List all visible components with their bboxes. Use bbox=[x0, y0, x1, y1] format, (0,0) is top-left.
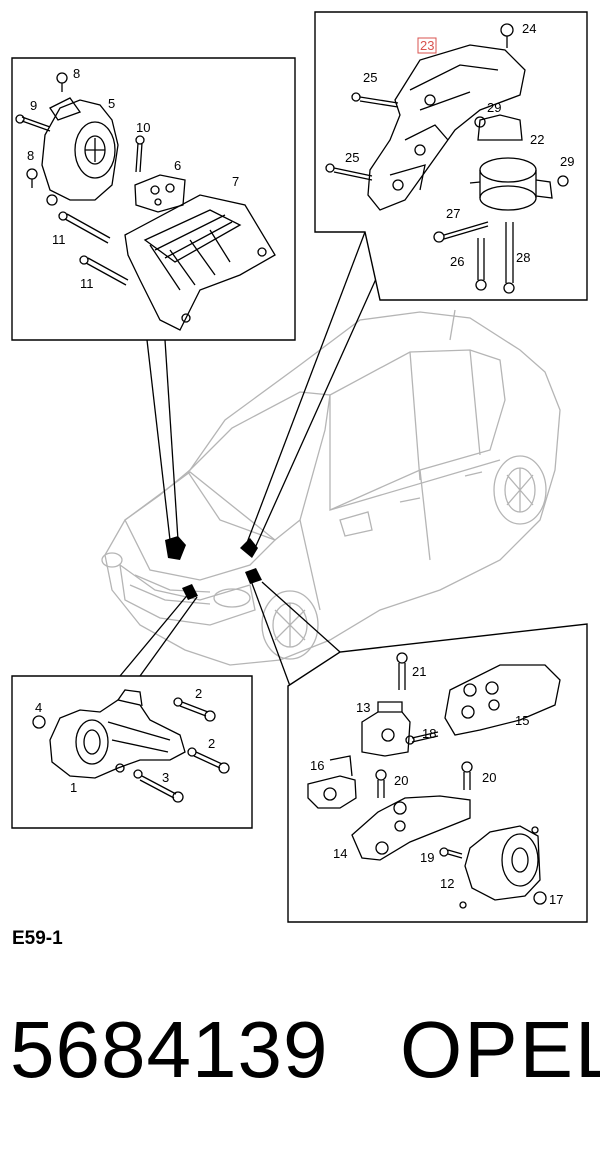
callout-25: 25 bbox=[345, 150, 359, 165]
callout-2: 2 bbox=[195, 686, 202, 701]
callout-4: 4 bbox=[35, 700, 42, 715]
callout-9: 9 bbox=[30, 98, 37, 113]
callout-11: 11 bbox=[52, 232, 66, 247]
exploded-parts-diagram: 8 9 5 10 8 6 7 11 11 23 24 25 29 22 25 2… bbox=[11, 11, 588, 923]
callout-8: 8 bbox=[73, 66, 80, 81]
callout-15: 15 bbox=[515, 713, 529, 728]
callout-25: 25 bbox=[363, 70, 377, 85]
panel-top-left bbox=[11, 57, 296, 341]
callout-17: 17 bbox=[549, 892, 563, 907]
parts-group-bottom-right bbox=[307, 652, 561, 909]
panel-top-right bbox=[314, 11, 588, 301]
callout-28: 28 bbox=[516, 250, 530, 265]
callout-3: 3 bbox=[162, 770, 169, 785]
callout-21: 21 bbox=[412, 664, 426, 679]
callout-6: 6 bbox=[174, 158, 181, 173]
part-number: 5684139 bbox=[10, 1005, 329, 1094]
callout-7: 7 bbox=[232, 174, 239, 189]
callout-24: 24 bbox=[522, 21, 536, 36]
leader-lines bbox=[119, 231, 381, 687]
callout-29: 29 bbox=[560, 154, 574, 169]
callout-29: 29 bbox=[487, 100, 501, 115]
parts-group-top-right bbox=[325, 23, 569, 294]
callout-11: 11 bbox=[80, 276, 94, 291]
callout-12: 12 bbox=[440, 876, 454, 891]
callout-26: 26 bbox=[450, 254, 464, 269]
callout-22: 22 bbox=[530, 132, 544, 147]
callout-14: 14 bbox=[333, 846, 347, 861]
callout-8: 8 bbox=[27, 148, 34, 163]
panel-bottom-left bbox=[11, 675, 253, 829]
callout-16: 16 bbox=[310, 758, 324, 773]
callout-20: 20 bbox=[482, 770, 496, 785]
callout-27: 27 bbox=[446, 206, 460, 221]
parts-group-bottom-left bbox=[32, 689, 230, 803]
panel-frames bbox=[11, 11, 588, 923]
callout-20: 20 bbox=[394, 773, 408, 788]
callout-2: 2 bbox=[208, 736, 215, 751]
callout-19: 19 bbox=[420, 850, 434, 865]
callout-10: 10 bbox=[136, 120, 150, 135]
callout-labels: 8 9 5 10 8 6 7 11 11 23 24 25 29 22 25 2… bbox=[27, 21, 574, 907]
callout-23-highlight-box bbox=[417, 37, 437, 54]
diagram-code: E59-1 bbox=[12, 928, 63, 949]
car-mount-markers bbox=[165, 536, 262, 600]
callout-1: 1 bbox=[70, 780, 77, 795]
callout-18: 18 bbox=[422, 726, 436, 741]
parts-group-top-left bbox=[15, 72, 276, 331]
car-illustration bbox=[101, 309, 561, 666]
callout-13: 13 bbox=[356, 700, 370, 715]
callout-23: 23 bbox=[420, 38, 434, 53]
callout-5: 5 bbox=[108, 96, 115, 111]
panel-bottom-right bbox=[287, 623, 588, 923]
brand-name: OPEL bbox=[400, 1005, 600, 1094]
